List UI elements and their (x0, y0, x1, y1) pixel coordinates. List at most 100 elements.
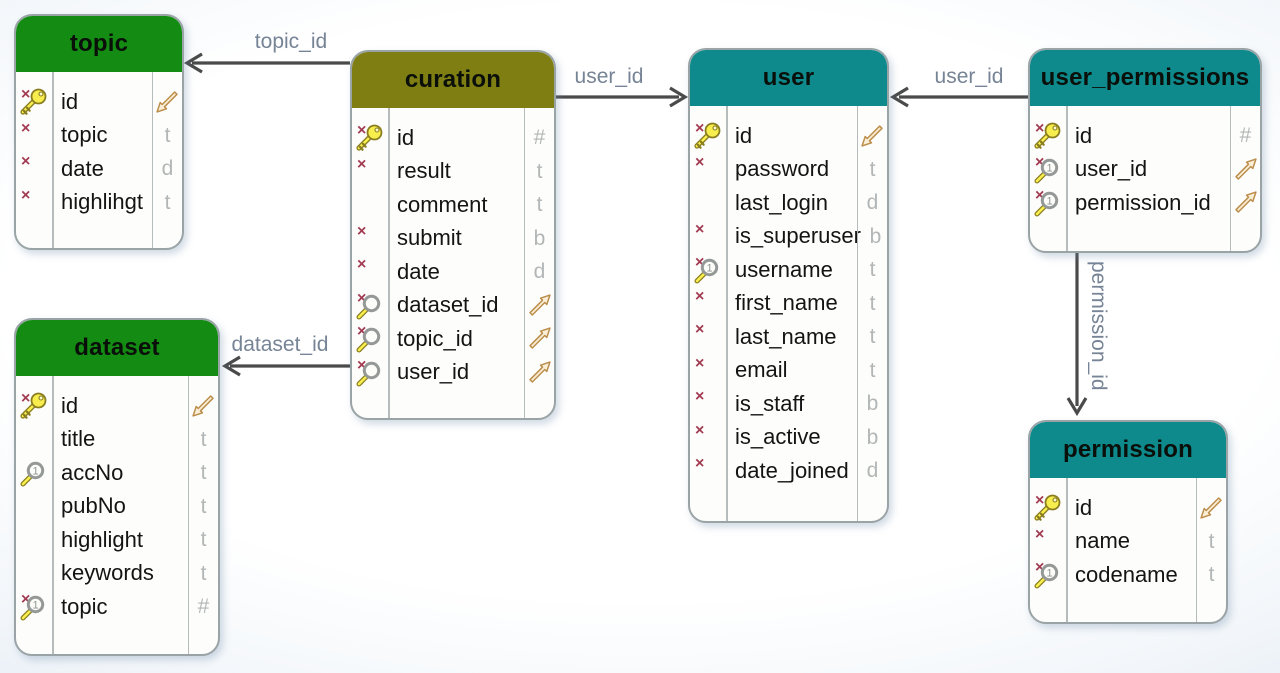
field-type-cell: t (858, 287, 887, 321)
field-name: id (61, 88, 79, 114)
field-name: last_login (735, 189, 828, 215)
field-name: id (61, 392, 79, 418)
field-name: is_staff (735, 390, 805, 416)
field-row-user-id[interactable]: × id (690, 119, 887, 153)
not-null-marker: × (357, 222, 367, 240)
type-column-divider (151, 72, 153, 248)
field-row-curation-submit[interactable]: × submit b (352, 222, 554, 256)
field-type-cell: d (153, 152, 182, 186)
primary-key-icon (20, 88, 47, 115)
not-null-marker: × (695, 321, 705, 338)
icon-column-divider (1066, 106, 1068, 251)
relation-line-userpermissions-permission (1066, 251, 1088, 417)
relation-label-user_id-right: user_id (934, 65, 1004, 88)
field-type-cell: t (525, 155, 554, 189)
field-type-cell: t (858, 153, 887, 187)
not-null-marker: × (21, 119, 31, 137)
not-null-marker: × (1035, 492, 1045, 509)
svg-text:1: 1 (32, 599, 38, 611)
field-type-letter: t (1208, 529, 1215, 553)
field-row-curation-user_id[interactable]: ×user_id (352, 356, 554, 390)
table-user_permissions-header[interactable]: user_permissions (1030, 50, 1260, 106)
relation-label-permission_id: permission_id (1087, 261, 1110, 391)
field-type-letter: # (1239, 124, 1252, 148)
field-name: permission_id (1075, 189, 1211, 215)
table-title: curation (404, 66, 502, 93)
foreign-key-icon (356, 361, 381, 386)
field-type-letter: b (533, 226, 546, 250)
not-null-marker: × (357, 289, 367, 307)
not-null-marker: × (695, 421, 705, 439)
referenced-key-arrow-icon (156, 91, 178, 113)
field-name: submit (397, 225, 462, 251)
table-curation-header[interactable]: curation (352, 52, 554, 108)
field-row-dataset-id[interactable]: ×id (16, 389, 218, 423)
field-row-topic-id[interactable]: ×id (16, 85, 182, 119)
table-dataset-header[interactable]: dataset (16, 320, 218, 376)
field-type-letter: t (200, 528, 207, 552)
field-name: date_joined (735, 457, 849, 483)
unique-foreign-key-icon: 1 (20, 595, 45, 621)
field-row-user_permissions-id[interactable]: ×id# (1030, 119, 1260, 153)
field-type-letter: t (869, 157, 876, 181)
field-name: username (735, 256, 833, 282)
field-row-curation-topic_id[interactable]: ×topic_id (352, 322, 554, 356)
field-flags-cell: × (352, 222, 388, 256)
field-type-letter: b (869, 224, 882, 248)
field-name: id (735, 122, 753, 148)
field-name: keywords (61, 560, 154, 586)
field-row-curation-dataset_id[interactable]: ×dataset_id (352, 289, 554, 323)
field-flags-cell: × (1030, 119, 1066, 153)
svg-text:1: 1 (1046, 567, 1052, 579)
primary-key-icon (20, 392, 47, 419)
not-null-marker: × (21, 186, 31, 204)
field-type-letter: b (866, 425, 879, 449)
table-user-header[interactable]: user (690, 50, 887, 106)
field-type-cell: d (858, 454, 887, 488)
not-null-marker: × (695, 120, 705, 137)
table-topic-header[interactable]: topic (16, 16, 182, 72)
field-type-cell: t (189, 423, 218, 457)
field-type-cell (189, 389, 218, 423)
field-row-curation-id[interactable]: ×id# (352, 121, 554, 155)
field-row-permission-id[interactable]: ×id (1030, 491, 1226, 525)
field-name: topic_id (397, 325, 473, 351)
not-null-marker: × (357, 122, 367, 139)
svg-text:1: 1 (1046, 195, 1052, 207)
foreign-key-icon (356, 294, 381, 319)
table-permission-header[interactable]: permission (1030, 422, 1226, 478)
field-type-cell: b (858, 421, 887, 455)
